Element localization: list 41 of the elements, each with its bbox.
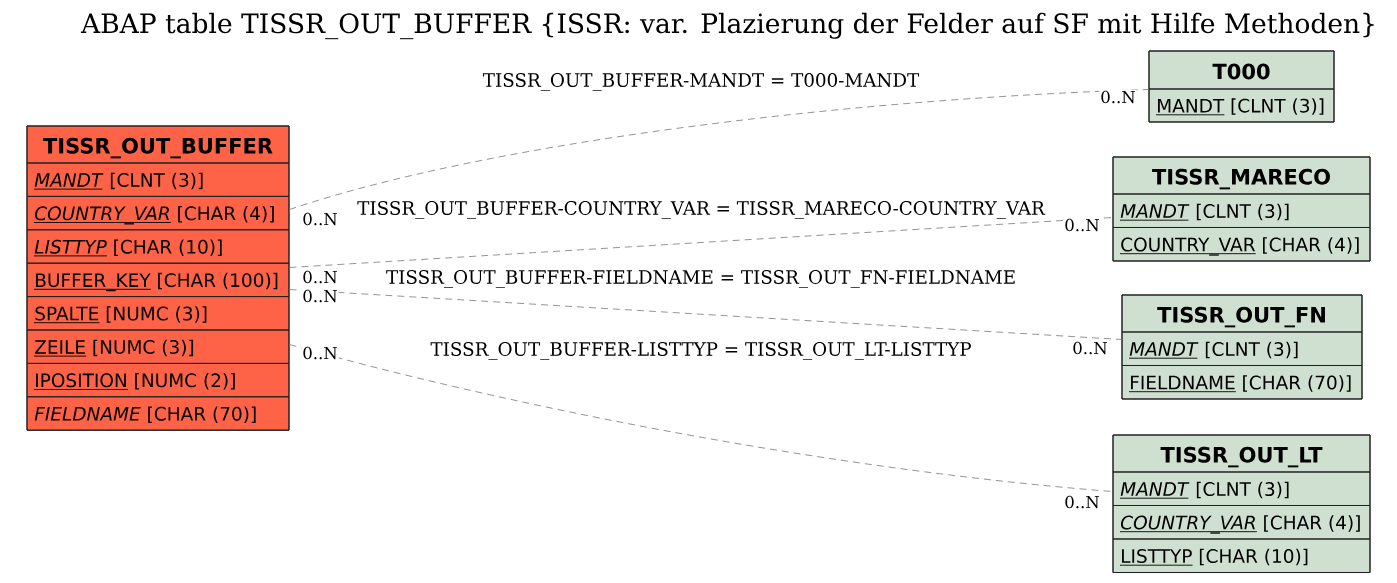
table-row: MANDT [CLNT (3)] — [1148, 88, 1335, 123]
cardinality-label: 0..N — [301, 211, 339, 227]
table-row: COUNTRY_VAR [CHAR (4)] — [1112, 505, 1371, 540]
table — [1112, 156, 1371, 262]
table-row: SPALTE [NUMC (3)] — [26, 296, 290, 331]
connector — [289, 289, 1122, 340]
table-row: COUNTRY_VAR [CHAR (4)] — [1112, 227, 1371, 262]
table-row: BUFFER_KEY [CHAR (100)] — [26, 262, 290, 298]
table-header: TISSR_OUT_LT — [1112, 434, 1371, 473]
table — [26, 125, 290, 431]
table-header: T000 — [1148, 50, 1335, 90]
table-header: TISSR_OUT_FN — [1121, 294, 1363, 333]
edge-label: TISSR_OUT_BUFFER-COUNTRY_VAR = TISSR_MARECO-COUNTRY_VAR — [356, 200, 1046, 220]
edge-label: TISSR_OUT_BUFFER-LISTTYP = TISSR_OUT_LT-LISTTYP — [429, 341, 973, 361]
table-row: MANDT [CLNT (3)] — [1112, 193, 1371, 228]
table-row: LISTTYP [CHAR (10)] — [26, 229, 290, 264]
cardinality-label: 0..N — [1063, 494, 1101, 510]
title: ABAP table TISSR_OUT_BUFFER {ISSR: var. Plazierung der Felder auf SF mit Hilfe Methoden} — [80, 12, 1374, 40]
table — [1148, 50, 1335, 123]
table — [1121, 294, 1363, 400]
table-row: MANDT [CLNT (3)] — [26, 162, 290, 197]
table-row: ZEILE [NUMC (3)] — [26, 329, 290, 364]
table-header: TISSR_MARECO — [1112, 156, 1371, 195]
connector — [289, 89, 1149, 210]
table-header: TISSR_OUT_BUFFER — [26, 125, 290, 164]
cardinality-label: 0..N — [1071, 340, 1109, 356]
table-row: COUNTRY_VAR [CHAR (4)] — [26, 195, 290, 231]
cardinality-label: 0..N — [1063, 217, 1101, 233]
table-row: MANDT [CLNT (3)] — [1121, 331, 1363, 366]
cardinality-label: 0..N — [1099, 89, 1137, 105]
cardinality-label: 0..N — [301, 345, 339, 361]
edge-label: TISSR_OUT_BUFFER-FIELDNAME = TISSR_OUT_FN-FIELDNAME — [384, 269, 1018, 289]
table-row: MANDT [CLNT (3)] — [1112, 471, 1371, 506]
table-row: LISTTYP [CHAR (10)] — [1112, 538, 1371, 573]
table-row: FIELDNAME [CHAR (70)] — [1121, 365, 1363, 400]
table — [1112, 434, 1371, 574]
table-row: FIELDNAME [CHAR (70)] — [26, 396, 290, 431]
edge-label: TISSR_OUT_BUFFER-MANDT = T000-MANDT — [481, 72, 921, 92]
cardinality-label: 0..N — [301, 288, 339, 304]
cardinality-label: 0..N — [301, 269, 339, 285]
table-row: IPOSITION [NUMC (2)] — [26, 362, 290, 398]
